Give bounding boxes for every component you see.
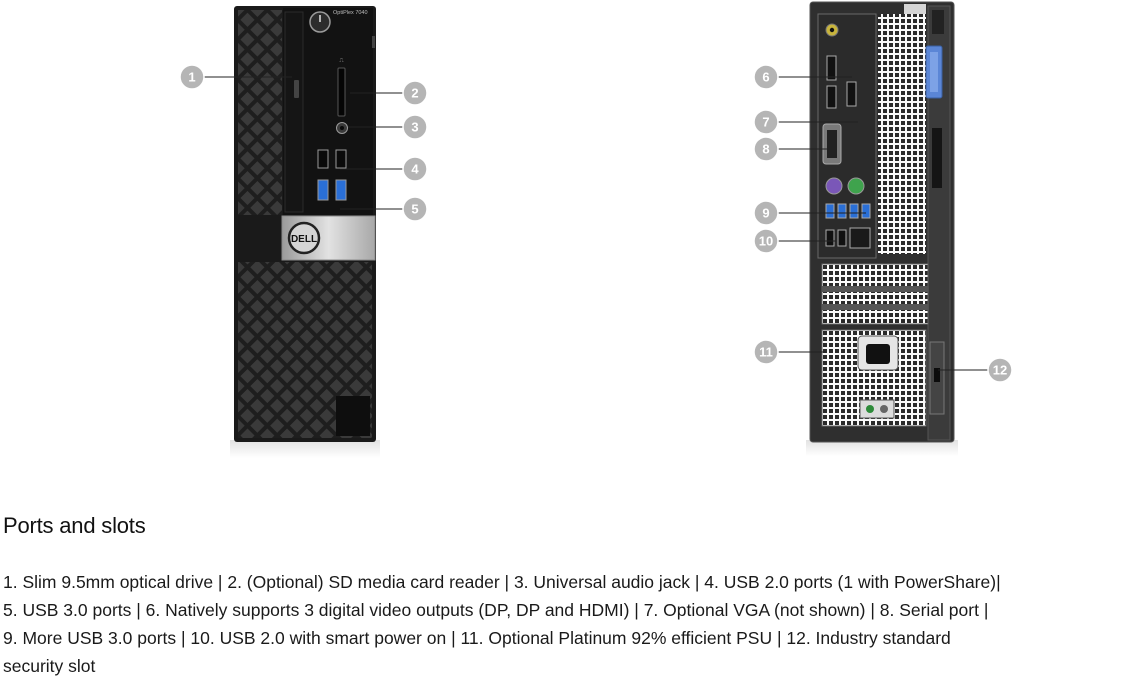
callout-9: 9 [753,200,779,226]
svg-text:6: 6 [762,70,769,85]
callout-12: 12 [987,357,1013,383]
svg-text:11: 11 [759,345,773,360]
optical-drive [284,11,304,213]
svg-text:9: 9 [762,206,769,221]
description-line-1: 1. Slim 9.5mm optical drive | 2. (Option… [3,572,1001,592]
description-line-2: 5. USB 3.0 ports | 6. Natively supports … [3,600,989,620]
rear-usb3-ports [825,203,871,219]
description-line-4: security slot [3,656,96,676]
callout-8: 8 [753,136,779,162]
callout-lines [204,76,988,371]
svg-text:5: 5 [411,202,418,217]
svg-text:4: 4 [411,162,419,177]
svg-text:1: 1 [188,70,195,85]
optical-eject-button [294,80,299,98]
svg-text:8: 8 [762,142,769,157]
dell-logo [287,221,321,255]
description-line-3: 9. More USB 3.0 ports | 10. USB 2.0 with… [3,628,951,648]
sd-card-reader [337,67,346,117]
svg-text:DELL: DELL [291,234,317,245]
ports-description: 1. Slim 9.5mm optical drive | 2. (Option… [3,568,1141,680]
callout-2: 2 [402,80,428,106]
callout-4: 4 [402,156,428,182]
rear-usb2-ethernet [825,227,871,249]
ps2-mouse-port [825,177,843,195]
callout-10: 10 [753,228,779,254]
front-model-text: OptiPlex 7040 [333,10,368,16]
front-usb2-ports [317,149,347,169]
callout-1: 1 [179,64,205,90]
callout-6: 6 [753,64,779,90]
ps2-keyboard-port [847,177,865,195]
svg-text:10: 10 [759,234,773,249]
callout-11: 11 [753,339,779,365]
expansion-slots [821,263,929,325]
svg-text:3: 3 [411,120,418,135]
rear-vent-upper [878,14,926,254]
callout-7: 7 [753,109,779,135]
front-tower: OptiPlex 7040 ⎍ DELL [230,6,380,458]
callout-5: 5 [402,196,428,222]
rear-video-ports [826,55,857,109]
front-mesh-upper [238,10,282,215]
callout-3: 3 [402,114,428,140]
svg-text:12: 12 [993,363,1007,378]
svg-text:2: 2 [411,86,418,101]
product-figure: OptiPlex 7040 ⎍ DELL [179,1,1013,458]
rear-tower [806,1,958,456]
svg-text:7: 7 [762,115,769,130]
svg-text:⎍: ⎍ [339,57,344,64]
section-title: Ports and slots [3,513,146,538]
front-usb3-ports [317,179,347,201]
